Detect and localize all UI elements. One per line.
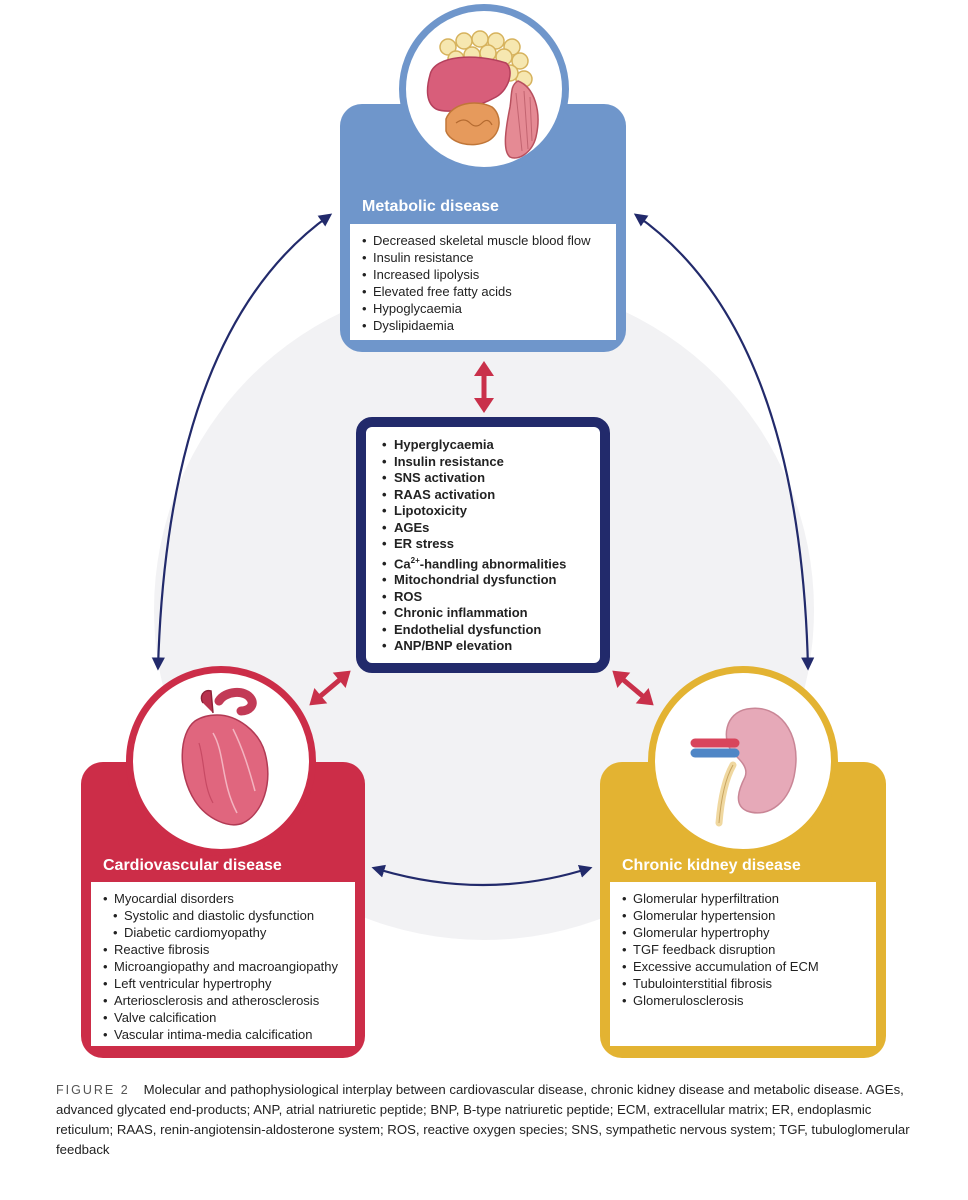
list-item: Dyslipidaemia: [362, 317, 606, 334]
list-item: Elevated free fatty acids: [362, 283, 606, 300]
list-item: AGEs: [382, 520, 600, 537]
list-item: Reactive fibrosis: [103, 941, 345, 958]
list-item: Chronic inflammation: [382, 605, 600, 622]
list-item: Valve calcification: [103, 1009, 345, 1026]
list-item: Diabetic cardiomyopathy: [103, 924, 345, 941]
list-item: Hypoglycaemia: [362, 300, 606, 317]
arrow-metabolic-kidney: [633, 213, 815, 671]
list-item: ANP/BNP elevation: [382, 638, 600, 655]
ca-superscript: 2+: [410, 555, 420, 565]
list-item: Myocardial disorders: [103, 890, 345, 907]
kidney-title: Chronic kidney disease: [622, 857, 801, 874]
list-item: ER stress: [382, 536, 600, 553]
list-item: Systolic and diastolic dysfunction: [103, 907, 345, 924]
list-item: Glomerular hyperfiltration: [622, 890, 866, 907]
liver-pancreas-fat-muscle-icon: [426, 30, 539, 159]
list-item: TGF feedback disruption: [622, 941, 866, 958]
list-item: Left ventricular hypertrophy: [103, 975, 345, 992]
list-item: ROS: [382, 589, 600, 606]
ca-suffix: -handling abnormalities: [419, 555, 567, 571]
figure-label: FIGURE 2: [56, 1083, 130, 1097]
list-item: Glomerular hypertension: [622, 907, 866, 924]
list-item: Insulin resistance: [362, 249, 606, 266]
arrow-center-kidney: [612, 670, 654, 706]
list-item: Hyperglycaemia: [382, 437, 600, 454]
arrow-center-cardiovascular: [309, 670, 351, 706]
list-item: Increased lipolysis: [362, 266, 606, 283]
metabolic-icon-badge: [399, 4, 569, 174]
kidney-list: Glomerular hyperfiltration Glomerular hy…: [610, 882, 876, 1046]
shared-mechanisms-box: Hyperglycaemia Insulin resistance SNS ac…: [356, 417, 610, 673]
caption-text: Molecular and pathophysiological interpl…: [56, 1082, 910, 1157]
list-item: Decreased skeletal muscle blood flow: [362, 232, 606, 249]
arrow-metabolic-cardiovascular: [151, 213, 333, 671]
cardiovascular-icon-badge: [126, 666, 316, 856]
list-item: Ca2+-handling abnormalities: [382, 553, 600, 573]
list-item: Excessive accumulation of ECM: [622, 958, 866, 975]
list-item: Insulin resistance: [382, 454, 600, 471]
cardiovascular-title: Cardiovascular disease: [103, 857, 282, 874]
list-item: Mitochondrial dysfunction: [382, 572, 600, 589]
list-item: Arteriosclerosis and atherosclerosis: [103, 992, 345, 1009]
ca-label: Ca: [394, 555, 411, 571]
metabolic-title: Metabolic disease: [362, 198, 499, 215]
arrow-cardiovascular-kidney: [371, 864, 593, 887]
metabolic-list: Decreased skeletal muscle blood flow Ins…: [350, 224, 616, 340]
list-item: Glomerulosclerosis: [622, 992, 866, 1009]
kidney-icon-badge: [648, 666, 838, 856]
list-item: Tubulointerstitial fibrosis: [622, 975, 866, 992]
kidney-icon: [690, 707, 797, 827]
list-item: RAAS activation: [382, 487, 600, 504]
shared-mechanisms-list: Hyperglycaemia Insulin resistance SNS ac…: [366, 427, 600, 655]
heart-icon: [181, 688, 269, 826]
list-item: Endothelial dysfunction: [382, 622, 600, 639]
list-item: Glomerular hypertrophy: [622, 924, 866, 941]
list-item: Lipotoxicity: [382, 503, 600, 520]
arrow-center-metabolic: [474, 361, 494, 413]
cardiovascular-list: Myocardial disorders Systolic and diasto…: [91, 882, 355, 1046]
list-item: SNS activation: [382, 470, 600, 487]
list-item: Vascular intima-media calcification: [103, 1026, 345, 1043]
list-item: Microangiopathy and macroangiopathy: [103, 958, 345, 975]
